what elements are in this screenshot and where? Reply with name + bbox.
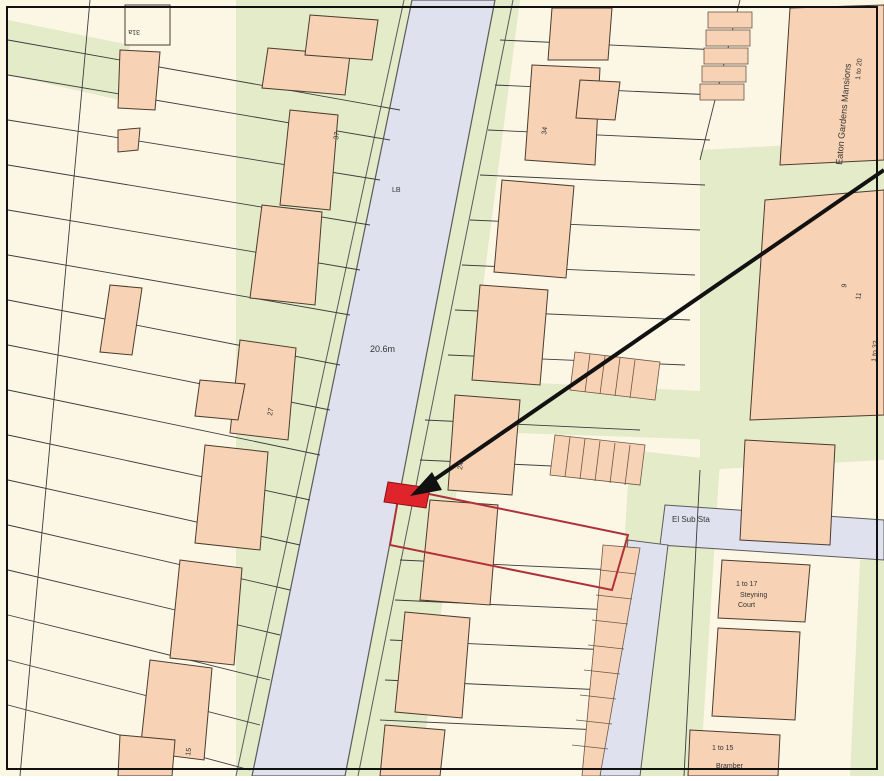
label-units-1-to-17: 1 to 17 — [736, 581, 758, 588]
label-house-9: 9 — [841, 283, 849, 288]
map-border — [6, 6, 878, 770]
label-court: Court — [738, 602, 755, 609]
label-units-1-to-32: 1 to 32 — [871, 340, 880, 362]
label-house-34: 34 — [541, 126, 549, 135]
label-spot-height: 20.6m — [370, 344, 395, 354]
label-house-27: 27 — [267, 407, 275, 416]
label-house-15: 15 — [185, 747, 193, 756]
label-house-31a: 31a — [128, 28, 140, 35]
pointer-arrow — [410, 168, 884, 496]
label-house-37: 37 — [333, 131, 341, 140]
buildings-west — [99, 4, 379, 777]
site-boundary — [388, 486, 630, 592]
garage-rows — [549, 11, 753, 777]
label-house-24: 24 — [457, 461, 465, 470]
garage-dividers — [564, 353, 637, 750]
label-steyning: Steyning — [740, 592, 767, 599]
label-house-11: 11 — [855, 292, 863, 300]
label-units-1-to-15: 1 to 15 — [712, 745, 734, 752]
label-units-1-to-20: 1 to 20 — [855, 58, 864, 80]
label-el-sub-sta: El Sub Sta — [672, 515, 710, 524]
label-lb: LB — [392, 187, 401, 194]
buildings-east — [379, 4, 884, 777]
label-bramber: Bramber — [716, 763, 744, 770]
